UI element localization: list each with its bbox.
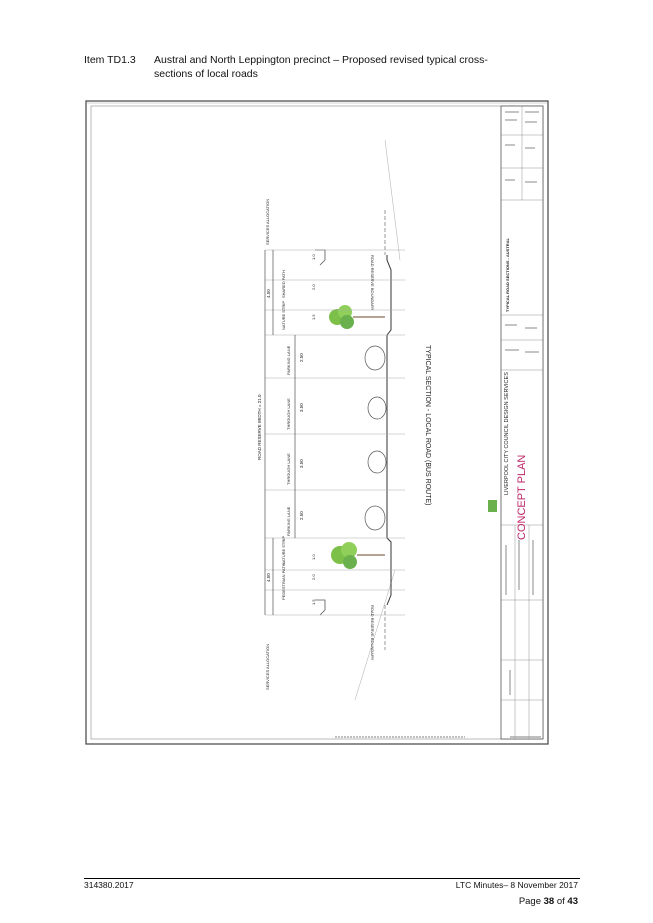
item-number: Item TD1.3 (84, 54, 136, 66)
kerb-bottom (315, 599, 326, 616)
tree-top-icon (329, 305, 385, 329)
services-bottom-label: SERVICES ALLOCATION (265, 644, 270, 690)
lane-width-1: 2.50 (299, 353, 304, 362)
path-bottom-label: PEDESTRIAN PATH (281, 563, 286, 600)
cross-section-drawing: CONCEPT PLAN LIVERPOOL CITY COUNCIL DESI… (85, 100, 549, 745)
lane-label-2: THROUGH LANE (286, 398, 291, 430)
verge-dim-top-1: 1.0 (311, 254, 316, 260)
diagonal-guide-bottom (354, 569, 396, 701)
verge-dim-bottom-3: 1.5 (311, 599, 316, 605)
page-current: 38 (543, 896, 555, 907)
services-top-label: SERVICES ALLOCATION (265, 199, 270, 245)
diagonal-guide-top (384, 139, 401, 261)
sheet-inner-border (90, 105, 544, 740)
item-heading: Item TD1.3 Austral and North Leppington p… (84, 53, 564, 81)
road-surface-profile (386, 255, 392, 606)
item-title-line1: Austral and North Leppington precinct – … (154, 54, 488, 66)
lane-label-4: PARKING LANE (286, 506, 291, 536)
footer-ref: 314380.2017 (84, 880, 134, 890)
reserve-boundary-bottom-label: ROAD RESERVE BOUNDARY (370, 605, 375, 661)
footer-minutes: LTC Minutes– 8 November 2017 (455, 880, 578, 890)
lane-width-2: 3.50 (299, 403, 304, 412)
organisation-name: LIVERPOOL CITY COUNCIL DESIGN SERVICES (504, 372, 510, 495)
page-prefix: Page (518, 896, 544, 907)
path-top-label: SHARED PATH (281, 270, 286, 298)
verge-dim-bottom-2: 2.0 (311, 574, 316, 580)
plan-type: CONCEPT PLAN (516, 455, 528, 540)
page-number: Page 38 of 43 (519, 896, 578, 907)
reserve-width-label: ROAD RESERVE WIDTH = 21.0 (257, 394, 262, 460)
parked-car-bottom-icon (364, 505, 386, 531)
verge-dim-top-2: 2.0 (311, 284, 316, 290)
lane-width-3: 3.50 (299, 459, 304, 468)
tree-bottom-icon (331, 542, 385, 569)
lane-label-3: THROUGH LANE (286, 453, 291, 485)
lane-width-4: 2.50 (299, 511, 304, 520)
verge-top-width: 4.50 (266, 289, 271, 298)
car-lane-2-icon (367, 450, 387, 474)
sheet-border (85, 100, 549, 745)
car-lane-1-icon (367, 396, 387, 420)
reserve-boundary-top-label: ROAD RESERVE BOUNDARY (370, 255, 375, 311)
parked-car-top-icon (364, 345, 386, 371)
page-total: 43 (567, 896, 578, 907)
project-name: TYPICAL ROAD SECTIONS - AUSTRAL (505, 237, 510, 312)
verge-dim-top-3: 1.5 (311, 314, 316, 320)
title-block (500, 105, 544, 740)
page-of: of (554, 896, 568, 907)
council-logo-icon (488, 500, 497, 512)
section-title: TYPICAL SECTION - LOCAL ROAD (BUS ROUTE) (424, 345, 431, 506)
lane-label-1: PARKING LANE (286, 345, 291, 375)
verge-bottom-width: 4.50 (266, 573, 271, 582)
nature-strip-top-label: NATURE STRIP (281, 301, 286, 330)
nature-strip-bottom-label: NATURE STRIP (281, 536, 286, 565)
kerb-top (315, 249, 326, 266)
footer-rule (84, 878, 580, 879)
item-title-line2: sections of local roads (154, 68, 258, 80)
verge-dim-bottom-1: 1.0 (311, 554, 316, 560)
